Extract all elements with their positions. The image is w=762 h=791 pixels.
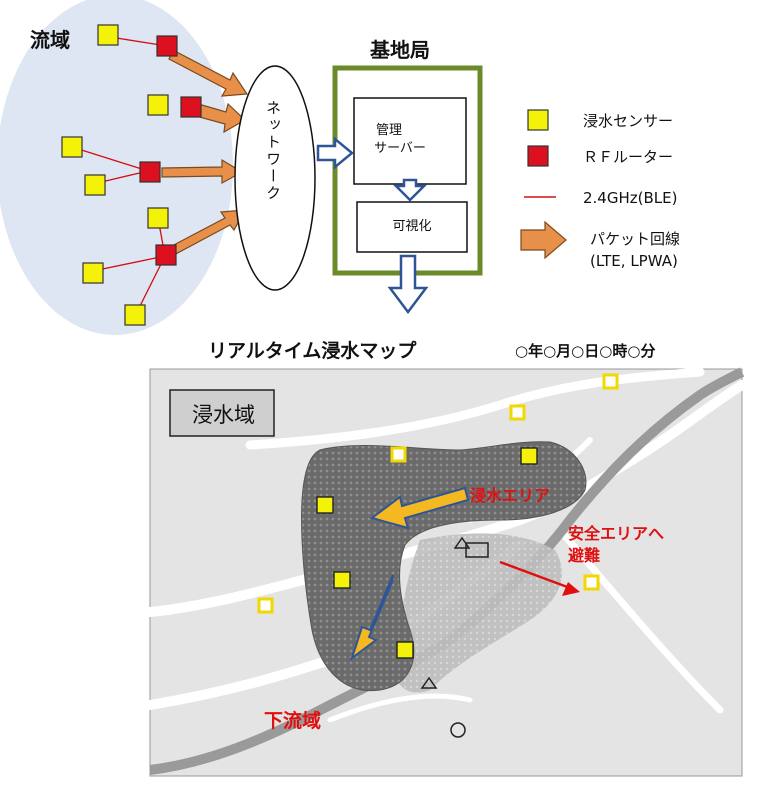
flood-direction-arrows: [350, 486, 470, 661]
map-datetime: ○年○月○日○時○分: [515, 342, 656, 360]
router-marker: [155, 244, 177, 266]
flood-area-box: [169, 389, 275, 437]
management-server-box: [353, 97, 467, 185]
visualization-box: [356, 201, 468, 253]
map-title: リアルタイム浸水マップ: [208, 340, 417, 362]
flood-zone-label: 浸水エリア: [470, 486, 551, 505]
map-sensor: [520, 447, 538, 465]
building-icon: [465, 542, 489, 558]
map-sensor: [390, 446, 407, 463]
flow-arrows: [316, 136, 429, 315]
flood-zone-light: [394, 533, 562, 693]
legend-packet-arrow: [520, 220, 567, 260]
flood-area-box-label: 浸水域: [192, 403, 255, 427]
network-node: [234, 65, 316, 291]
sensor-marker: [124, 304, 146, 326]
map-sensor: [583, 574, 600, 591]
evacuation-arrow-head: [562, 582, 580, 596]
landmark-icon: [420, 676, 438, 689]
map-circle-icon: [450, 722, 466, 738]
legend-router-icon: [527, 145, 549, 167]
legend-sensor-label: 浸水センサー: [583, 112, 674, 130]
map-sensor: [257, 597, 274, 614]
sensor-marker: [97, 24, 119, 46]
router-marker: [180, 96, 202, 118]
legend-packet-label-1: パケット回線: [590, 230, 681, 248]
router-marker: [139, 161, 161, 183]
map-sensor: [316, 496, 334, 514]
packet-arrows: [161, 49, 249, 257]
legend-ble-label: 2.4GHz(BLE): [583, 189, 678, 207]
evacuation-arrow: [499, 560, 571, 590]
sensor-marker: [84, 174, 106, 196]
map-sensor: [509, 404, 526, 421]
base-station-title: 基地局: [370, 38, 430, 62]
legend-router-label: ＲＦルーター: [583, 148, 674, 166]
evacuate-label-2: 避難: [568, 546, 601, 565]
legend-packet-label-2: (LTE, LPWA): [590, 252, 678, 270]
map-sensor: [333, 571, 351, 589]
sensor-marker: [82, 262, 104, 284]
map-sensor: [396, 641, 414, 659]
router-marker: [156, 35, 178, 57]
sensor-marker: [147, 207, 169, 229]
legend-sensor-icon: [527, 109, 549, 131]
sensor-marker: [61, 136, 83, 158]
server-label-line1: 管理: [375, 123, 402, 138]
server-label-line2: サーバー: [374, 141, 426, 156]
network-label: ネットワーク: [264, 100, 282, 202]
map-sensor: [602, 373, 619, 390]
evacuate-label-1: 安全エリアへ: [568, 524, 665, 543]
basin-label: 流域: [30, 28, 70, 52]
sensor-marker: [147, 94, 169, 116]
downstream-label: 下流域: [264, 710, 322, 732]
visualization-label: 可視化: [392, 219, 432, 234]
